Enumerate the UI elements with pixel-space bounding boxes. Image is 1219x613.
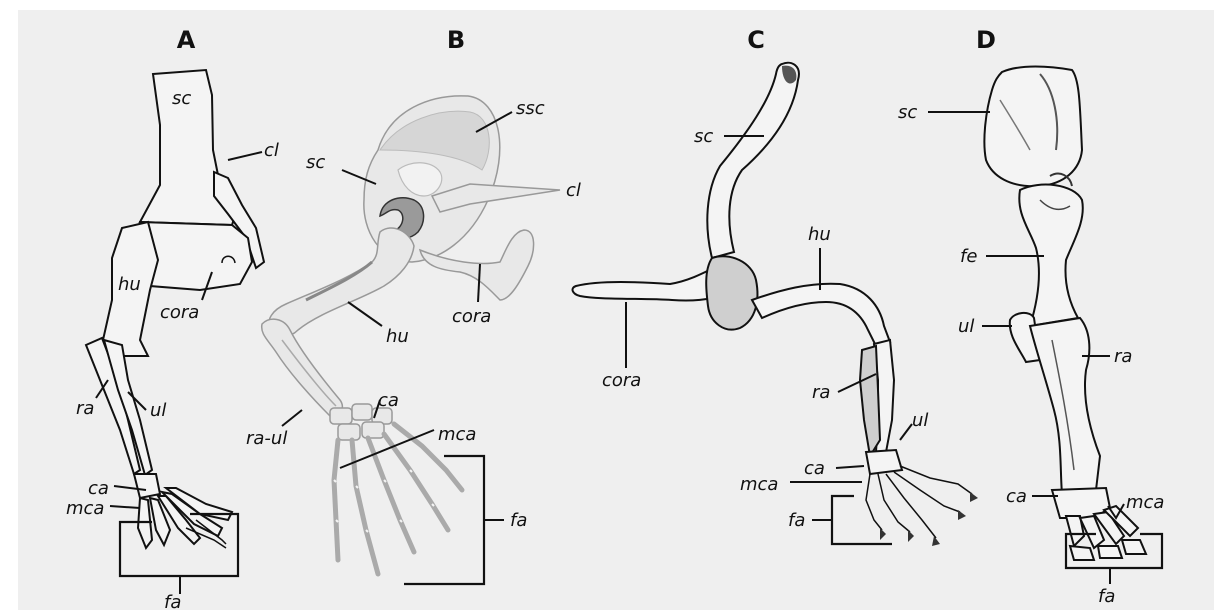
panel-b-label-cora: cora — [452, 306, 491, 327]
panel-c-letter: C — [747, 26, 765, 54]
panel-d-label-mca: mca — [1126, 492, 1164, 513]
panel-c-shoulder-joint — [706, 256, 757, 329]
panel-b-label-ssc: ssc — [516, 98, 545, 119]
panel-b-letter: B — [447, 26, 465, 54]
panel-b-label-fa: fa — [510, 510, 527, 531]
panel-a-label-hu: hu — [118, 274, 141, 295]
panel-a-letter: A — [177, 26, 196, 54]
panel-a-label-ca: ca — [88, 478, 109, 499]
panel-c-label-sc: sc — [694, 126, 713, 147]
panel-d-label-fe: fe — [960, 246, 977, 267]
panel-c-label-hu: hu — [808, 224, 831, 245]
panel-b-label-ra-ul: ra-ul — [246, 428, 287, 449]
panel-b-label-sc: sc — [306, 152, 325, 173]
panel-a-label-ul: ul — [150, 400, 166, 421]
panel-a-label-fa: fa — [164, 592, 181, 613]
panel-b-label-cl: cl — [566, 180, 581, 201]
panel-d-label-ca: ca — [1006, 486, 1027, 507]
panel-d-scapula — [984, 67, 1082, 187]
panel-b-label-mca: mca — [438, 424, 476, 445]
panel-d-label-sc: sc — [898, 102, 917, 123]
panel-a-label-ra: ra — [76, 398, 94, 419]
panel-c-label-ca: ca — [804, 458, 825, 479]
panel-d-letter: D — [976, 26, 996, 54]
panel-d-label-ra: ra — [1114, 346, 1132, 367]
panel-b-label-ca: ca — [378, 390, 399, 411]
panel-a-label-sc: sc — [172, 88, 191, 109]
panel-c-label-cora: cora — [602, 370, 641, 391]
panel-c-label-ra: ra — [812, 382, 830, 403]
panel-c-label-fa: fa — [788, 510, 805, 531]
panel-a-label-mca: mca — [66, 498, 104, 519]
panel-a-label-cl: cl — [264, 140, 279, 161]
panel-b-label-hu: hu — [386, 326, 409, 347]
panel-c-label-ul: ul — [912, 410, 928, 431]
panel-d-label-ul: ul — [958, 316, 974, 337]
panel-a-label-cora: cora — [160, 302, 199, 323]
panel-c-label-mca: mca — [740, 474, 778, 495]
panel-d-label-fa: fa — [1098, 586, 1115, 607]
panel-c-carpals — [866, 450, 902, 474]
